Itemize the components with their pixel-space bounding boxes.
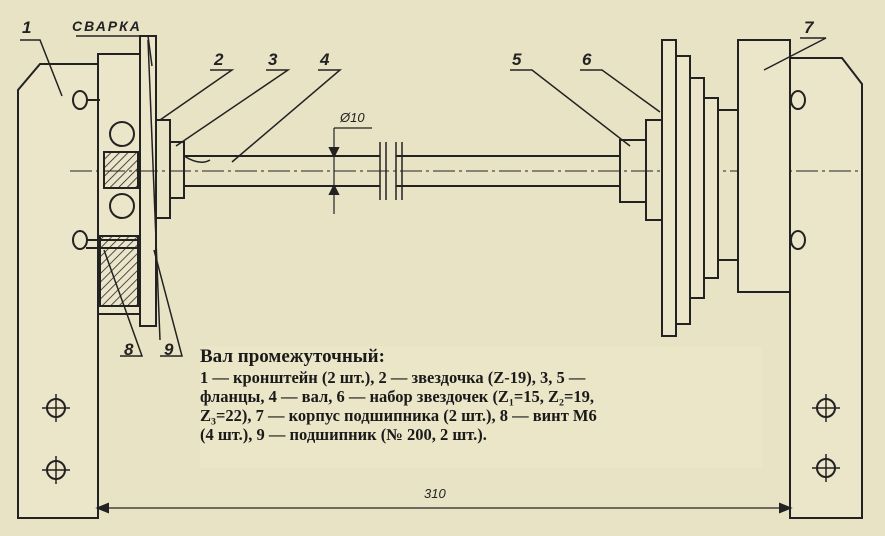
callout-4: 4 <box>320 50 330 69</box>
caption-line: (4 шт.), 9 — подшипник (№ 200, 2 шт.). <box>200 425 487 444</box>
callout-6: 6 <box>582 50 592 69</box>
callout-5: 5 <box>512 50 522 69</box>
right-bracket <box>789 57 863 519</box>
mounting-hole-icon <box>42 394 840 484</box>
callout-3: 3 <box>268 50 278 69</box>
callout-9: 9 <box>164 340 174 359</box>
leader-lines <box>20 35 827 357</box>
left-bracket <box>17 63 99 519</box>
diameter-label: Ø10 <box>340 110 365 125</box>
callout-7: 7 <box>804 18 814 37</box>
welding-note: СВАРКА <box>72 18 142 34</box>
legend-caption: Вал промежуточный: 1 — кронштейн (2 шт.)… <box>200 346 762 468</box>
diameter-dimension <box>328 127 372 214</box>
caption-line: Z₃=22), 7 — корпус подшипника (2 шт.), 8… <box>200 406 597 425</box>
callout-1: 1 <box>22 18 32 37</box>
right-sprocket-set <box>619 39 739 337</box>
callout-2: 2 <box>214 50 224 69</box>
caption-line: фланцы, 4 — вал, 6 — набор звездочек (Z₁… <box>200 387 595 406</box>
callout-8: 8 <box>124 340 134 359</box>
left-sprocket <box>139 35 185 341</box>
length-label: 310 <box>424 486 446 501</box>
overall-dimension <box>95 502 793 514</box>
left-bearing-housing <box>97 53 141 315</box>
shaft <box>70 142 860 200</box>
caption-line: 1 — кронштейн (2 шт.), 2 — звездочка (Z-… <box>200 368 586 387</box>
caption-title: Вал промежуточный: <box>200 346 385 367</box>
right-bearing-housing <box>737 39 791 293</box>
